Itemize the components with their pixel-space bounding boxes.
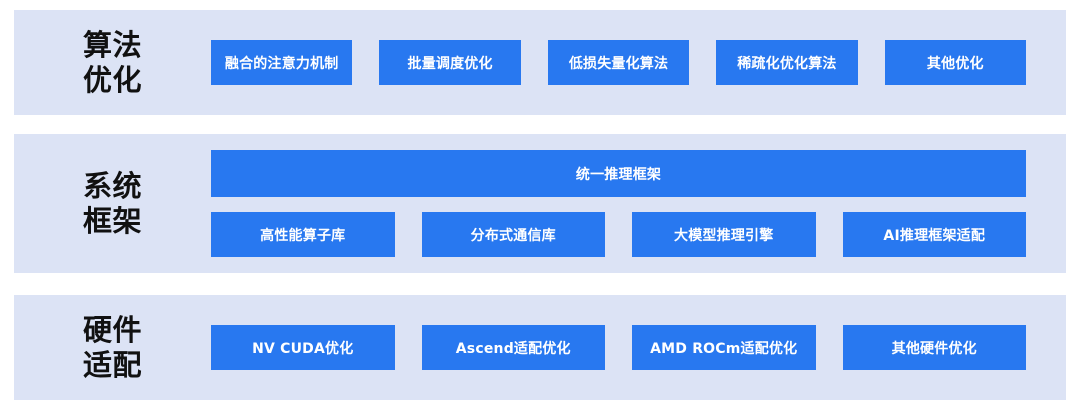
layer-label-hardware-adaptation: 硬件 适配 [82,313,142,382]
chip-sparsification[interactable]: 稀疏化优化算法 [716,40,858,85]
chip-low-loss-quantization[interactable]: 低损失量化算法 [547,40,690,85]
chip-row: 融合的注意力机制 批量调度优化 低损失量化算法 稀疏化优化算法 其他优化 [211,40,1027,85]
chip-unified-inference-framework[interactable]: 统一推理框架 [211,150,1026,197]
layer-panel-hardware-adaptation: 硬件 适配 NV CUDA优化 Ascend适配优化 AMD ROCm适配优化 … [14,295,1066,400]
layer-body-algorithm-optimization: 融合的注意力机制 批量调度优化 低损失量化算法 稀疏化优化算法 其他优化 [211,40,1066,85]
chip-row-unified: 统一推理框架 [211,150,1026,197]
layer-label-system-framework: 系统 框架 [82,169,142,238]
chip-fused-attention[interactable]: 融合的注意力机制 [211,40,353,85]
layer-body-system-framework: 统一推理框架 高性能算子库 分布式通信库 大模型推理引擎 AI推理框架适配 [211,150,1066,257]
chip-distributed-communication-library[interactable]: 分布式通信库 [421,212,605,257]
chip-amd-rocm-adaptation[interactable]: AMD ROCm适配优化 [632,325,816,370]
chip-large-model-inference-engine[interactable]: 大模型推理引擎 [632,212,816,257]
layer-body-hardware-adaptation: NV CUDA优化 Ascend适配优化 AMD ROCm适配优化 其他硬件优化 [211,325,1066,370]
chip-other-hardware-optimization[interactable]: 其他硬件优化 [842,325,1026,370]
chip-batch-scheduling[interactable]: 批量调度优化 [379,40,521,85]
chip-row: NV CUDA优化 Ascend适配优化 AMD ROCm适配优化 其他硬件优化 [211,325,1026,370]
layer-label-algorithm-optimization: 算法 优化 [82,28,142,97]
chip-other-optimization[interactable]: 其他优化 [884,40,1027,85]
chip-high-performance-operator-library[interactable]: 高性能算子库 [211,212,395,257]
chip-row: 高性能算子库 分布式通信库 大模型推理引擎 AI推理框架适配 [211,212,1026,257]
layer-panel-algorithm-optimization: 算法 优化 融合的注意力机制 批量调度优化 低损失量化算法 稀疏化优化算法 其他… [14,10,1066,115]
chip-ai-framework-adaptation[interactable]: AI推理框架适配 [842,212,1026,257]
chip-nv-cuda-optimization[interactable]: NV CUDA优化 [211,325,395,370]
chip-ascend-adaptation[interactable]: Ascend适配优化 [421,325,605,370]
layer-panel-system-framework: 系统 框架 统一推理框架 高性能算子库 分布式通信库 大模型推理引擎 AI推理框… [14,134,1066,273]
